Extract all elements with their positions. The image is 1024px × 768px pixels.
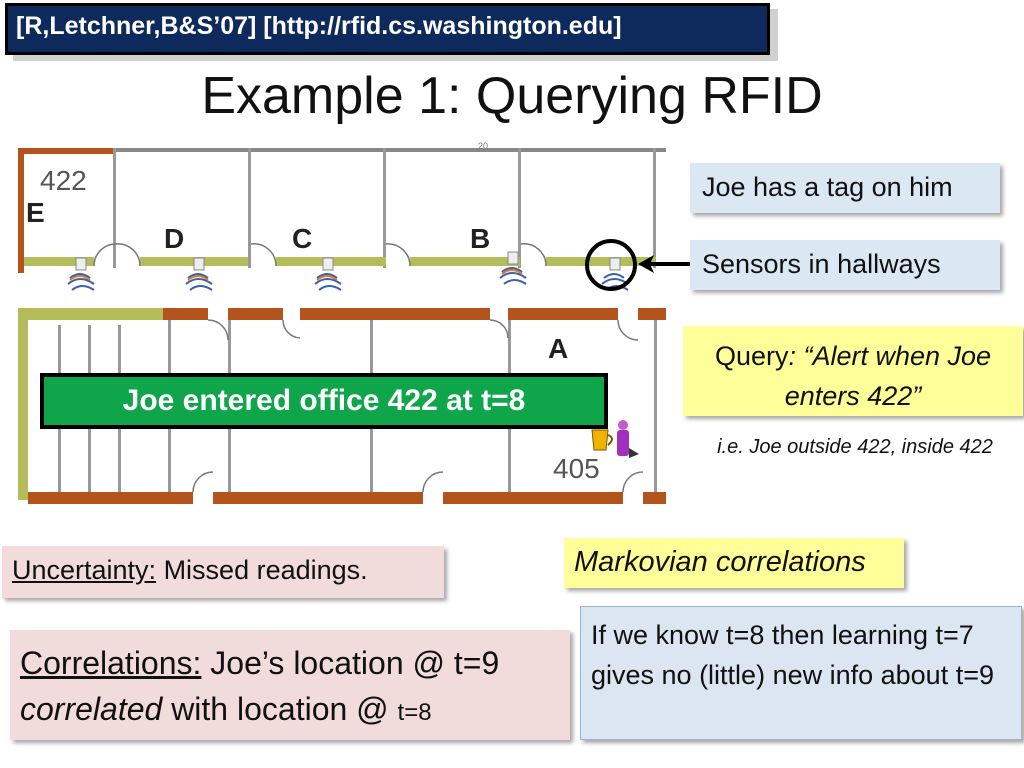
sensor-icon	[499, 251, 527, 285]
highlight-circle	[585, 239, 637, 291]
hall-wall-green	[24, 257, 94, 266]
office-422-wall	[18, 148, 113, 154]
callout-query: Query: “Alert when Joe enters 422”	[683, 326, 1023, 416]
correlations-label: Correlations:	[20, 645, 202, 681]
bottom-wall-brown	[28, 492, 193, 504]
sensor-icon	[67, 257, 95, 291]
room-divider	[113, 148, 116, 268]
door-arc	[192, 471, 214, 493]
door-arc	[617, 319, 639, 341]
left-wall-green	[18, 308, 28, 500]
label-e: E	[26, 197, 45, 228]
callout-sensors: Sensors in hallways	[690, 240, 1000, 290]
room-422-label: 422	[40, 165, 87, 196]
door-arc	[207, 319, 229, 341]
label-c: C	[292, 223, 312, 254]
door-arc	[250, 243, 277, 267]
hall-wall-brown	[300, 308, 490, 320]
label-a: A	[548, 333, 568, 364]
door-arc	[489, 319, 509, 339]
room-divider	[654, 320, 657, 495]
hall-wall-brown	[638, 308, 666, 320]
query-text: : “Alert when Joe enters 422”	[784, 341, 992, 411]
citation-bar: [R,Letchner,B&S’07] [http://rfid.cs.wash…	[5, 3, 770, 55]
hall-wall-green	[18, 308, 168, 320]
query-note: i.e. Joe outside 422, inside 422	[717, 436, 993, 458]
bottom-wall-brown	[213, 492, 423, 504]
door-arc	[422, 471, 444, 493]
callout-correlations: Correlations: Joe’s location @ t=9 corre…	[10, 630, 570, 740]
sensor-icon	[314, 257, 342, 291]
door-arc	[622, 471, 644, 493]
door-arc	[520, 243, 547, 267]
room-divider	[518, 148, 521, 268]
correlations-small: t=8	[397, 699, 432, 726]
bottom-wall-brown	[643, 492, 666, 504]
arrow-icon	[638, 255, 694, 273]
sensor-icon	[185, 257, 213, 291]
top-wall	[18, 148, 666, 152]
correlations-italic: correlated	[20, 691, 163, 727]
door-arc	[385, 243, 411, 267]
hall-wall-green	[546, 257, 656, 266]
label-d: D	[164, 223, 184, 254]
room-divider	[653, 148, 656, 268]
label-b: B	[470, 223, 490, 254]
citation-text: [R,Letchner,B&S’07] [http://rfid.cs.wash…	[16, 12, 622, 40]
event-banner-text: Joe entered office 422 at t=8	[44, 377, 604, 425]
callout-markov: Markovian correlations	[564, 538, 904, 588]
hall-wall-brown	[508, 308, 618, 320]
correlations-text-1: Joe’s location @ t=9	[201, 645, 500, 681]
left-wall	[18, 148, 24, 273]
hall-wall-brown	[163, 308, 208, 320]
person-icon	[617, 420, 639, 458]
floorplan-small-mark: 20	[478, 141, 488, 151]
door-arc	[282, 319, 301, 339]
event-banner: Joe entered office 422 at t=8	[40, 373, 608, 429]
callout-uncertainty: Uncertainty: Missed readings.	[2, 546, 444, 598]
room-405-label: 405	[553, 453, 600, 484]
floorplan: 422 405 E D C B A 20	[18, 140, 666, 522]
uncertainty-text: Missed readings.	[156, 555, 368, 585]
room-divider	[248, 148, 251, 268]
callout-learning: If we know t=8 then learning t=7 gives n…	[580, 606, 1022, 740]
slide-title: Example 1: Querying RFID	[201, 67, 823, 125]
mug-icon	[591, 429, 613, 451]
door-arc	[115, 243, 141, 267]
door-arc	[93, 243, 117, 267]
bottom-wall-brown	[443, 492, 623, 504]
callout-tag: Joe has a tag on him	[690, 163, 1000, 213]
correlations-text-2: with location @	[162, 691, 398, 727]
hall-wall-brown	[228, 308, 283, 320]
uncertainty-label: Uncertainty:	[12, 555, 157, 585]
room-divider	[383, 148, 386, 268]
hall-wall-green	[410, 257, 520, 266]
query-prefix: Query	[714, 341, 789, 371]
